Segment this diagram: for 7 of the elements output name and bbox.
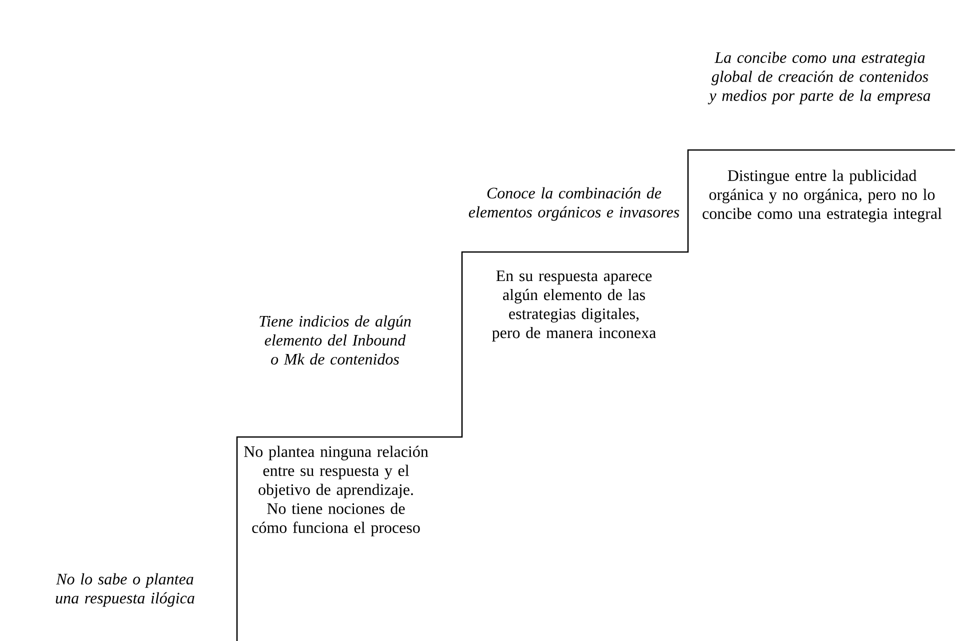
level-description: Distingue entre la publicidad orgánica y no orgánica, pero no lo concibe como una estrategia integral — [702, 170, 942, 222]
level-description: No plantea ninguna relación entre su respuesta y el objetivo de aprendizaje. No tiene nociones de cómo funciona el proceso — [244, 446, 428, 536]
level-heading: Conoce la combinación de elementos orgánicos e invasores — [468, 187, 680, 221]
level-description: En su respuesta aparece algún elemento de las estrategias digitales, pero de manera inconexa — [492, 270, 656, 342]
level-heading: Tiene indicios de algún elemento del Inbound o Mk de contenidos — [260, 315, 411, 365]
level-heading: La concibe como una estrategia global de creación de contenidos y medios por parte de la empresa — [708, 52, 930, 104]
level-heading: No lo sabe o plantea una respuesta ilógica — [56, 573, 194, 607]
